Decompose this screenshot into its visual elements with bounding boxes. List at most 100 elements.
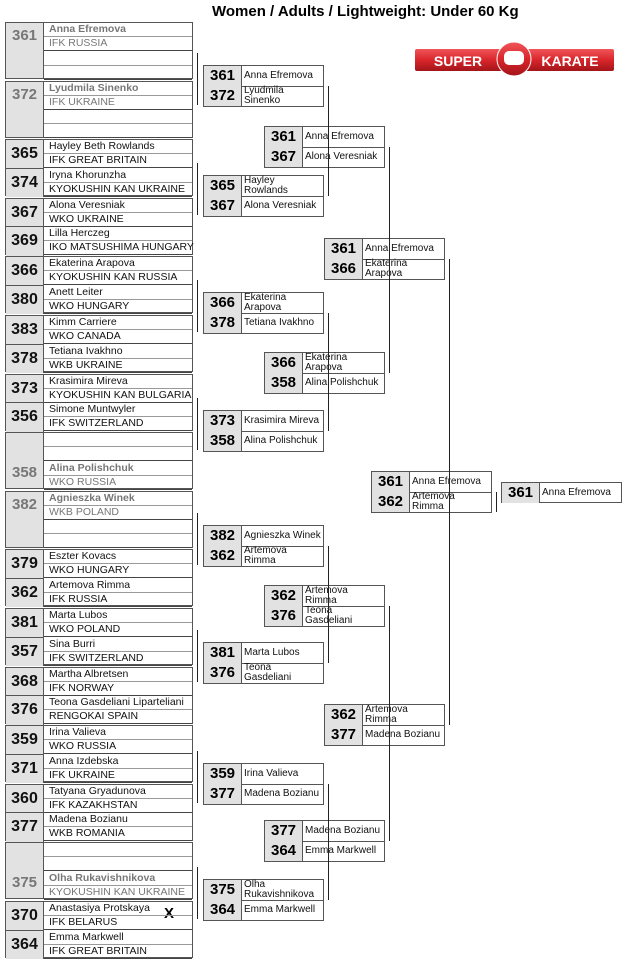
competitor-name [44,433,192,448]
competitor-name: Alina Polishchuk [244,435,318,446]
connector-line [389,606,390,841]
competitor-name: Tatyana Gryadunova [44,785,192,799]
competitor-club: WKB POLAND [44,506,192,520]
competitor-number: 376 [265,606,303,626]
competitor-name: Anna Izdebska [44,755,192,769]
competitor-club: WKO RUSSIA [44,476,192,490]
competitor-name: Teona Gasdeliani [244,662,292,683]
competitor-number-cell: 372 [6,81,44,137]
connector-line [197,280,198,332]
competitor-name: Irina Valieva [44,726,192,741]
competitor-name: Anna Efremova [44,23,192,37]
winner-name: Anna Efremova [542,487,611,498]
competitor-name: Eszter Kovacs [44,550,192,565]
competitor-number: 383 [6,316,44,345]
competitor-number: 378 [204,313,242,333]
competitor-number: 367 [265,147,303,167]
competitor-number: 371 [6,754,44,784]
competitor-number: 375 [11,874,38,892]
competitor-club: WKO POLAND [44,623,192,637]
competitor-number: 356 [6,403,44,432]
competitor-name: Artemova Rimma [44,579,192,593]
connector-line [449,259,450,725]
connector-line [197,867,198,919]
competitor-name: Artemova Rimma [365,704,408,725]
competitor-number: 382 [11,495,38,513]
competitor-name: Emma Markwell [44,931,192,945]
competitor-name: Ekaterina Arapova [44,257,192,272]
competitor-name: Anna Efremova [365,243,434,254]
competitor-number: 372 [11,85,38,103]
connector-line [197,630,198,682]
competitor-name: Ekaterina Arapova [244,292,287,313]
svg-text:SUPER: SUPER [434,53,482,69]
competitor-number: 382 [204,526,242,546]
competitor-club: IFK UKRAINE [44,769,192,783]
competitor-name: Lilla Herczeg [44,227,192,242]
competitor-number: 368 [6,667,44,697]
competitor-name: Ekaterina Arapova [305,352,348,373]
competitor-number: 365 [204,176,242,196]
competitor-number: 362 [6,578,44,608]
competitor-name: Anna Efremova [412,476,481,487]
competitor-number: 361 [204,66,242,86]
competitor-club: IFK GREAT BRITAIN [44,154,192,169]
competitor-club: RENGOKAI SPAIN [44,710,192,725]
competitor-number: 362 [372,492,410,512]
connector-line [328,313,329,431]
competitor-number: 365 [6,140,44,169]
competitor-name: Marta Lubos [244,647,300,658]
connector-line [197,751,198,803]
withdrawn-mark: X [164,905,175,922]
competitor-name [44,52,192,66]
competitor-club: WKB ROMANIA [44,827,192,842]
competitor-name: Madena Bozianu [44,813,192,828]
competitor-number: 377 [265,821,303,841]
competitor-number-cell: 382 [6,491,44,547]
competitor-club: IFK KAZAKHSTAN [44,799,192,813]
competitor-name: Hayley Rowlands [244,175,288,196]
competitor-number: 374 [6,168,44,198]
competitor-number: 366 [6,257,44,286]
competitor-club: IKO MATSUSHIMA HUNGARY [44,241,194,256]
competitor-club: WKO HUNGARY [44,300,192,314]
connector-line [328,784,329,900]
competitor-club: IFK RUSSIA [44,593,192,607]
competitor-club: IFK SWITZERLAND [44,417,192,432]
connector-line [328,86,329,196]
competitor-name: Artemova Rimma [244,545,287,566]
competitor-number: 364 [6,930,44,959]
competitor-name: Anna Efremova [244,70,313,81]
competitor-number-cell: 375 [6,843,44,899]
competitor-name: Artemova Rimma [305,585,348,606]
competitor-number: 366 [265,353,303,373]
competitor-name: Krasimira Mireva [244,415,320,426]
competitor-number: 362 [325,705,363,725]
competitor-number: 380 [6,285,44,315]
competitor-number: 358 [265,373,303,393]
competitor-number: 373 [6,374,44,404]
competitor-name: Emma Markwell [305,845,377,856]
competitor-club: IFK RUSSIA [44,37,192,51]
competitor-name: Tetiana Ivakhno [244,317,315,328]
